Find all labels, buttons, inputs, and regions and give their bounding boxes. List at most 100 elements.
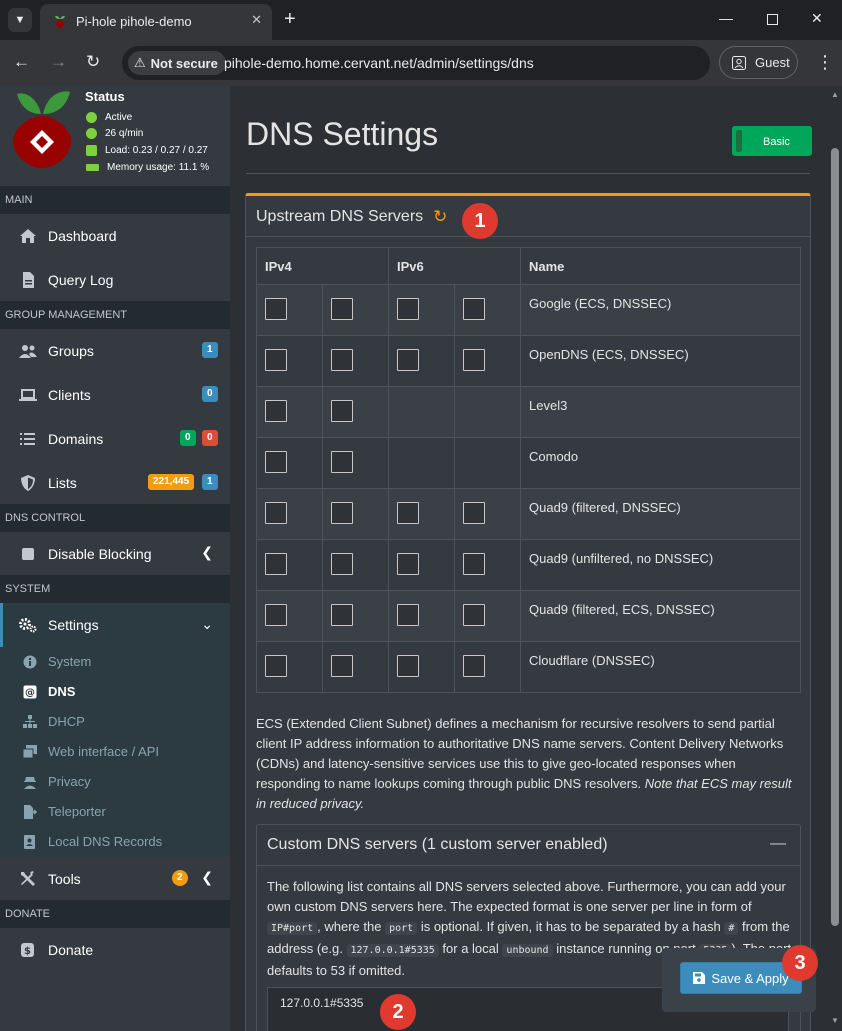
table-cell <box>256 284 323 336</box>
address-bar[interactable]: ⚠ Not secure pihole-demo.home.cervant.ne… <box>122 46 710 80</box>
sidebar-sub-privacy[interactable]: Privacy <box>0 767 230 797</box>
sidebar-item-settings[interactable]: Settings ⌄ <box>0 603 230 647</box>
sidebar-sub-dns[interactable]: @ DNS <box>0 677 230 707</box>
browser-menu-icon[interactable]: ⋮ <box>816 52 834 72</box>
table-row: OpenDNS (ECS, DNSSEC) <box>256 335 801 387</box>
svg-text:@: @ <box>25 688 35 699</box>
refresh-icon[interactable]: ↻ <box>433 207 448 226</box>
domains-allow-badge: 0 <box>180 430 196 446</box>
scroll-thumb[interactable] <box>831 148 839 926</box>
ipv4-primary-checkbox[interactable] <box>265 298 287 320</box>
table-cell <box>388 437 455 489</box>
new-tab-icon[interactable]: + <box>284 8 296 30</box>
maximize-icon[interactable] <box>767 12 778 28</box>
ipv6-primary-checkbox[interactable] <box>397 553 419 575</box>
sidebar-sub-system[interactable]: System <box>0 647 230 677</box>
ipv6-secondary-checkbox[interactable] <box>463 298 485 320</box>
ipv6-secondary-checkbox[interactable] <box>463 502 485 524</box>
sidebar-item-donate[interactable]: $ Donate <box>0 928 230 972</box>
sidebar-sub-local-dns[interactable]: Local DNS Records <box>0 827 230 857</box>
floppy-disk-icon <box>693 972 706 984</box>
ipv4-secondary-checkbox[interactable] <box>331 553 353 575</box>
tab-title: Pi-hole pihole-demo <box>76 14 192 29</box>
header-ipv4: IPv4 <box>256 247 389 285</box>
sidebar-item-clients[interactable]: Clients 0 <box>0 373 230 417</box>
profile-button[interactable]: Guest <box>719 46 798 79</box>
browser-toolbar: ← → ↻ ⚠ Not secure pihole-demo.home.cerv… <box>0 40 842 86</box>
status-title: Status <box>85 89 125 104</box>
forward-arrow-icon[interactable]: → <box>50 52 67 71</box>
ipv6-secondary-checkbox[interactable] <box>463 604 485 626</box>
table-cell <box>388 590 455 642</box>
ipv4-primary-checkbox[interactable] <box>265 349 287 371</box>
tab-close-icon[interactable]: ✕ <box>251 12 262 27</box>
ipv4-primary-checkbox[interactable] <box>265 604 287 626</box>
table-cell <box>256 488 323 540</box>
ipv6-primary-checkbox[interactable] <box>397 298 419 320</box>
svg-text:$: $ <box>24 946 31 957</box>
page-scrollbar[interactable]: ▲ ▼ <box>828 86 842 1031</box>
scroll-down-icon[interactable]: ▼ <box>831 1016 839 1025</box>
ipv4-primary-checkbox[interactable] <box>265 502 287 524</box>
ipv6-secondary-checkbox[interactable] <box>463 349 485 371</box>
table-cell <box>322 386 389 438</box>
box-divider <box>246 236 810 237</box>
sidebar-item-dashboard[interactable]: Dashboard <box>0 214 230 258</box>
ipv6-primary-checkbox[interactable] <box>397 349 419 371</box>
table-row: Quad9 (filtered, DNSSEC) <box>256 488 801 540</box>
scroll-up-icon[interactable]: ▲ <box>831 90 839 99</box>
sidebar-item-domains[interactable]: Domains 0 0 <box>0 417 230 461</box>
security-chip[interactable]: ⚠ Not secure <box>128 51 226 75</box>
window-close-icon[interactable]: ✕ <box>811 10 823 26</box>
ipv4-secondary-checkbox[interactable] <box>331 604 353 626</box>
ipv6-primary-checkbox[interactable] <box>397 502 419 524</box>
minimize-icon[interactable]: — <box>719 10 733 26</box>
annotation-marker-2: 2 <box>380 994 416 1030</box>
main-content: DNS Settings Basic Upstream DNS Servers … <box>230 86 828 1031</box>
sidebar-sub-dhcp[interactable]: DHCP <box>0 707 230 737</box>
ipv4-primary-checkbox[interactable] <box>265 553 287 575</box>
server-name: Level3 <box>520 386 801 438</box>
tools-badge: 2 <box>172 870 188 886</box>
upstream-title: Upstream DNS Servers ↻ <box>256 207 448 226</box>
ipv4-secondary-checkbox[interactable] <box>331 502 353 524</box>
ipv6-primary-checkbox[interactable] <box>397 655 419 677</box>
server-name: Quad9 (filtered, DNSSEC) <box>520 488 801 540</box>
table-row: Google (ECS, DNSSEC) <box>256 284 801 336</box>
ipv6-primary-checkbox[interactable] <box>397 604 419 626</box>
expert-mode-toggle[interactable]: Basic <box>732 126 812 156</box>
ipv4-primary-checkbox[interactable] <box>265 655 287 677</box>
sidebar-item-query-log[interactable]: Query Log <box>0 258 230 302</box>
ipv4-secondary-checkbox[interactable] <box>331 349 353 371</box>
ipv4-secondary-checkbox[interactable] <box>331 400 353 422</box>
back-arrow-icon[interactable]: ← <box>13 52 30 71</box>
table-header-row: IPv4 IPv6 Name <box>256 247 801 285</box>
ipv4-secondary-checkbox[interactable] <box>331 655 353 677</box>
browser-tab-active[interactable]: Pi-hole pihole-demo ✕ <box>40 4 272 40</box>
toggle-knob <box>736 130 742 152</box>
stop-icon <box>22 548 34 560</box>
ipv4-primary-checkbox[interactable] <box>265 451 287 473</box>
sidebar-item-disable-blocking[interactable]: Disable Blocking ❮ <box>0 532 230 576</box>
save-apply-button[interactable]: Save & Apply <box>680 962 802 994</box>
sidebar-item-tools[interactable]: Tools 2 ❮ <box>0 857 230 901</box>
users-icon <box>19 345 37 358</box>
ipv4-secondary-checkbox[interactable] <box>331 451 353 473</box>
tab-search-button[interactable]: ▼ <box>8 8 32 32</box>
reload-icon[interactable]: ↻ <box>86 52 101 71</box>
sidebar-sub-teleporter[interactable]: Teleporter <box>0 797 230 827</box>
sidebar-item-groups[interactable]: Groups 1 <box>0 329 230 373</box>
table-cell <box>388 386 455 438</box>
table-row: Quad9 (unfiltered, no DNSSEC) <box>256 539 801 591</box>
collapse-icon[interactable]: — <box>770 835 786 852</box>
home-icon <box>20 229 36 243</box>
ipv6-secondary-checkbox[interactable] <box>463 655 485 677</box>
table-cell <box>322 590 389 642</box>
table-cell <box>322 641 389 693</box>
ipv4-secondary-checkbox[interactable] <box>331 298 353 320</box>
sidebar-item-lists[interactable]: Lists 221,445 1 <box>0 461 230 505</box>
sidebar-sub-web-interface[interactable]: Web interface / API <box>0 737 230 767</box>
ipv4-primary-checkbox[interactable] <box>265 400 287 422</box>
money-icon: $ <box>21 943 34 957</box>
ipv6-secondary-checkbox[interactable] <box>463 553 485 575</box>
